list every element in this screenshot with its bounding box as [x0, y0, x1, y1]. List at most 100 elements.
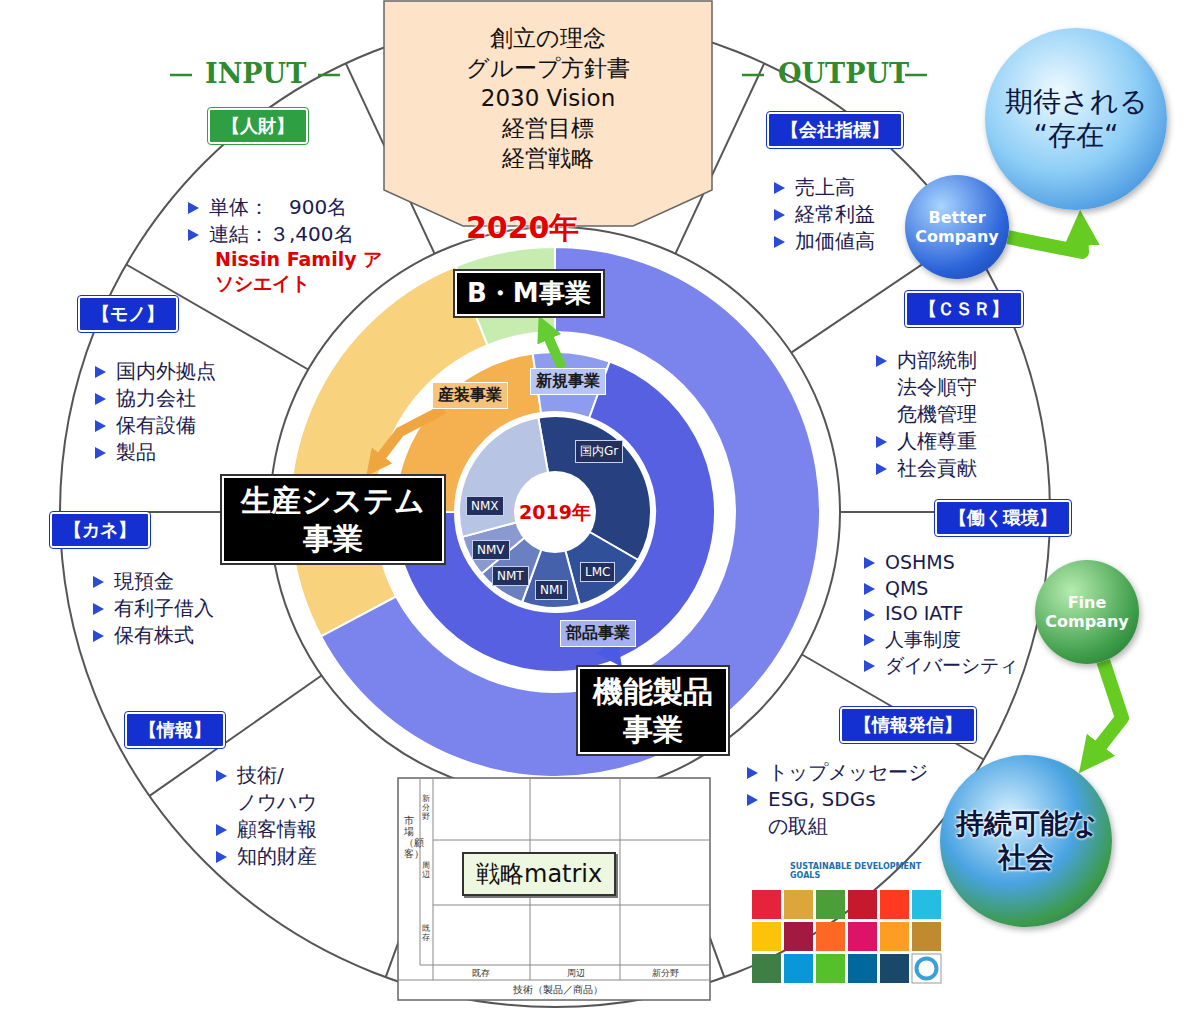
- output-panel: トップメッセージESG, SDGs の取組【情報発信】: [740, 707, 940, 840]
- node-text: B・M事業: [467, 277, 591, 310]
- node-text: 売上高: [771, 174, 917, 201]
- node-text: 持続可能な社会: [954, 807, 1099, 874]
- subsidiary-label: 国内Gr: [575, 440, 623, 463]
- node-text: 生産システム事業: [234, 482, 432, 557]
- node-text: 製品: [92, 439, 278, 466]
- node-text: 保有設備: [92, 412, 278, 439]
- wheel-outer: [60, 17, 1050, 1007]
- node-text: NMT: [497, 569, 524, 583]
- subsidiary-label: NMV: [472, 540, 510, 560]
- category-badge: 【会社指標】: [767, 112, 903, 148]
- node-text: 内部統制 法令順守 危機管理: [873, 347, 1015, 428]
- business-box: B・M事業: [455, 271, 603, 316]
- node-text: 機能製品事業: [590, 673, 716, 748]
- node-text: 技術/ノウハウ: [213, 762, 345, 816]
- node-text: NMI: [540, 583, 563, 597]
- axis-tick: 周辺: [567, 967, 585, 980]
- node-text: 協力会社: [92, 385, 278, 412]
- axis-tick: 新分野: [422, 795, 430, 821]
- resource-panel: 技術/ノウハウ顧客情報知的財産 【情報】: [125, 712, 345, 870]
- node-text: 現預金: [90, 568, 250, 595]
- output-panel: 内部統制 法令順守 危機管理人権尊重社会貢献【ＣＳＲ】: [865, 291, 1015, 482]
- center-disc: [514, 471, 596, 553]
- node-text: QMS: [861, 576, 1035, 602]
- node-text: NMX: [471, 499, 499, 513]
- subsidiary-label: LMC: [580, 562, 615, 582]
- node-text: 顧客情報: [213, 816, 345, 843]
- node-text: Nissin Family アソシエイト: [185, 248, 385, 296]
- business-box: 機能製品事業: [578, 667, 728, 754]
- node-text: NMV: [477, 543, 505, 557]
- heading-dash: [318, 74, 340, 77]
- node-text: 【人財】: [222, 114, 294, 138]
- node-text: 産装事業: [438, 385, 502, 406]
- node-text: ESG, SDGs の取組: [744, 786, 918, 840]
- heading-dash: [742, 74, 764, 77]
- flow-arrow: [608, 647, 613, 654]
- node-text: 国内Gr: [580, 443, 618, 460]
- year-label: 2019年: [515, 500, 595, 526]
- category-badge: 【情報】: [125, 712, 225, 748]
- category-badge: 【モノ】: [78, 296, 178, 332]
- segment-label: 産装事業: [432, 382, 508, 409]
- subsidiary-label: NMI: [535, 580, 568, 600]
- axis-label: 市場（顧客）: [404, 815, 414, 859]
- node-text: 【働く環境】: [949, 506, 1057, 530]
- node-text: 戦略matrix: [476, 858, 602, 890]
- section-heading: OUTPUT: [778, 58, 909, 89]
- node-text: 社会貢献: [873, 455, 1015, 482]
- node-text: 単体： 900名: [185, 194, 385, 221]
- node-text: 加価値高: [771, 228, 917, 255]
- strategy-matrix: [398, 778, 710, 1000]
- flow-arrow: [1008, 231, 1082, 252]
- axis-tick: 既存: [422, 925, 430, 943]
- node-text: 人権尊重: [873, 428, 1015, 455]
- node-text: 【情報発信】: [854, 713, 962, 737]
- subsidiary-label: NMT: [492, 566, 529, 586]
- category-badge: 【人財】: [208, 108, 308, 144]
- node-text: 部品事業: [566, 623, 630, 644]
- axis-label: 技術（製品／商品）: [513, 983, 603, 997]
- matrix-title: 戦略matrix: [462, 852, 616, 896]
- node-text: 人事制度: [861, 627, 1035, 653]
- node-text: 創立の理念: [383, 24, 713, 54]
- flow-arrow: [376, 409, 444, 464]
- flow-arrow: [545, 330, 562, 368]
- goal-circle: 期待される “存在“: [985, 28, 1167, 210]
- sdgs-icons: [752, 890, 941, 983]
- node-text: Better Company: [911, 208, 1003, 246]
- node-text: 知的財産: [213, 843, 345, 870]
- node-text: トップメッセージ: [744, 759, 940, 786]
- node-text: 有利子借入: [90, 595, 250, 622]
- goal-circle: Fine Company: [1035, 560, 1139, 664]
- flow-arrow: [1092, 661, 1122, 756]
- heading-dash: [170, 74, 192, 77]
- axis-tick: 新分野: [652, 967, 679, 980]
- segment-label: 新規事業: [530, 368, 606, 395]
- axis-tick: 周辺: [422, 862, 430, 880]
- resource-panel: 単体： 900名連結：３,400名Nissin Family アソシエイト【人財…: [185, 108, 385, 296]
- category-badge: 【ＣＳＲ】: [905, 291, 1023, 327]
- node-text: 経常利益: [771, 201, 917, 228]
- node-text: 保有株式: [90, 622, 250, 649]
- globe-circle: 持続可能な社会: [940, 755, 1112, 927]
- output-panel: OSHMSQMSISO IATF人事制度ダイバーシティ【働く環境】: [855, 500, 1035, 678]
- sdgs-logo-text: SUSTAINABLE DEVELOPMENT GOALS: [790, 862, 940, 880]
- node-text: 国内外拠点: [92, 358, 278, 385]
- vision-box: 創立の理念グループ方針書2030 Vision経営目標経営戦略: [383, 0, 713, 228]
- output-panel: 売上高経常利益加価値高 【会社指標】: [767, 112, 917, 255]
- node-text: 経営目標: [383, 114, 713, 144]
- node-text: 期待される “存在“: [1001, 85, 1151, 152]
- node-text: Fine Company: [1041, 593, 1133, 631]
- subsidiary-label: NMX: [466, 496, 504, 516]
- resource-panel: 現預金有利子借入保有株式 【カネ】: [50, 512, 250, 649]
- node-text: 【情報】: [139, 718, 211, 742]
- node-text: 【モノ】: [92, 302, 164, 326]
- category-badge: 【情報発信】: [840, 707, 976, 743]
- category-badge: 【カネ】: [50, 512, 150, 548]
- segment-label: 部品事業: [560, 620, 636, 647]
- node-text: LMC: [585, 565, 610, 579]
- node-text: ISO IATF: [861, 601, 1035, 627]
- node-text: 【会社指標】: [781, 118, 889, 142]
- node-text: OSHMS: [861, 550, 1035, 576]
